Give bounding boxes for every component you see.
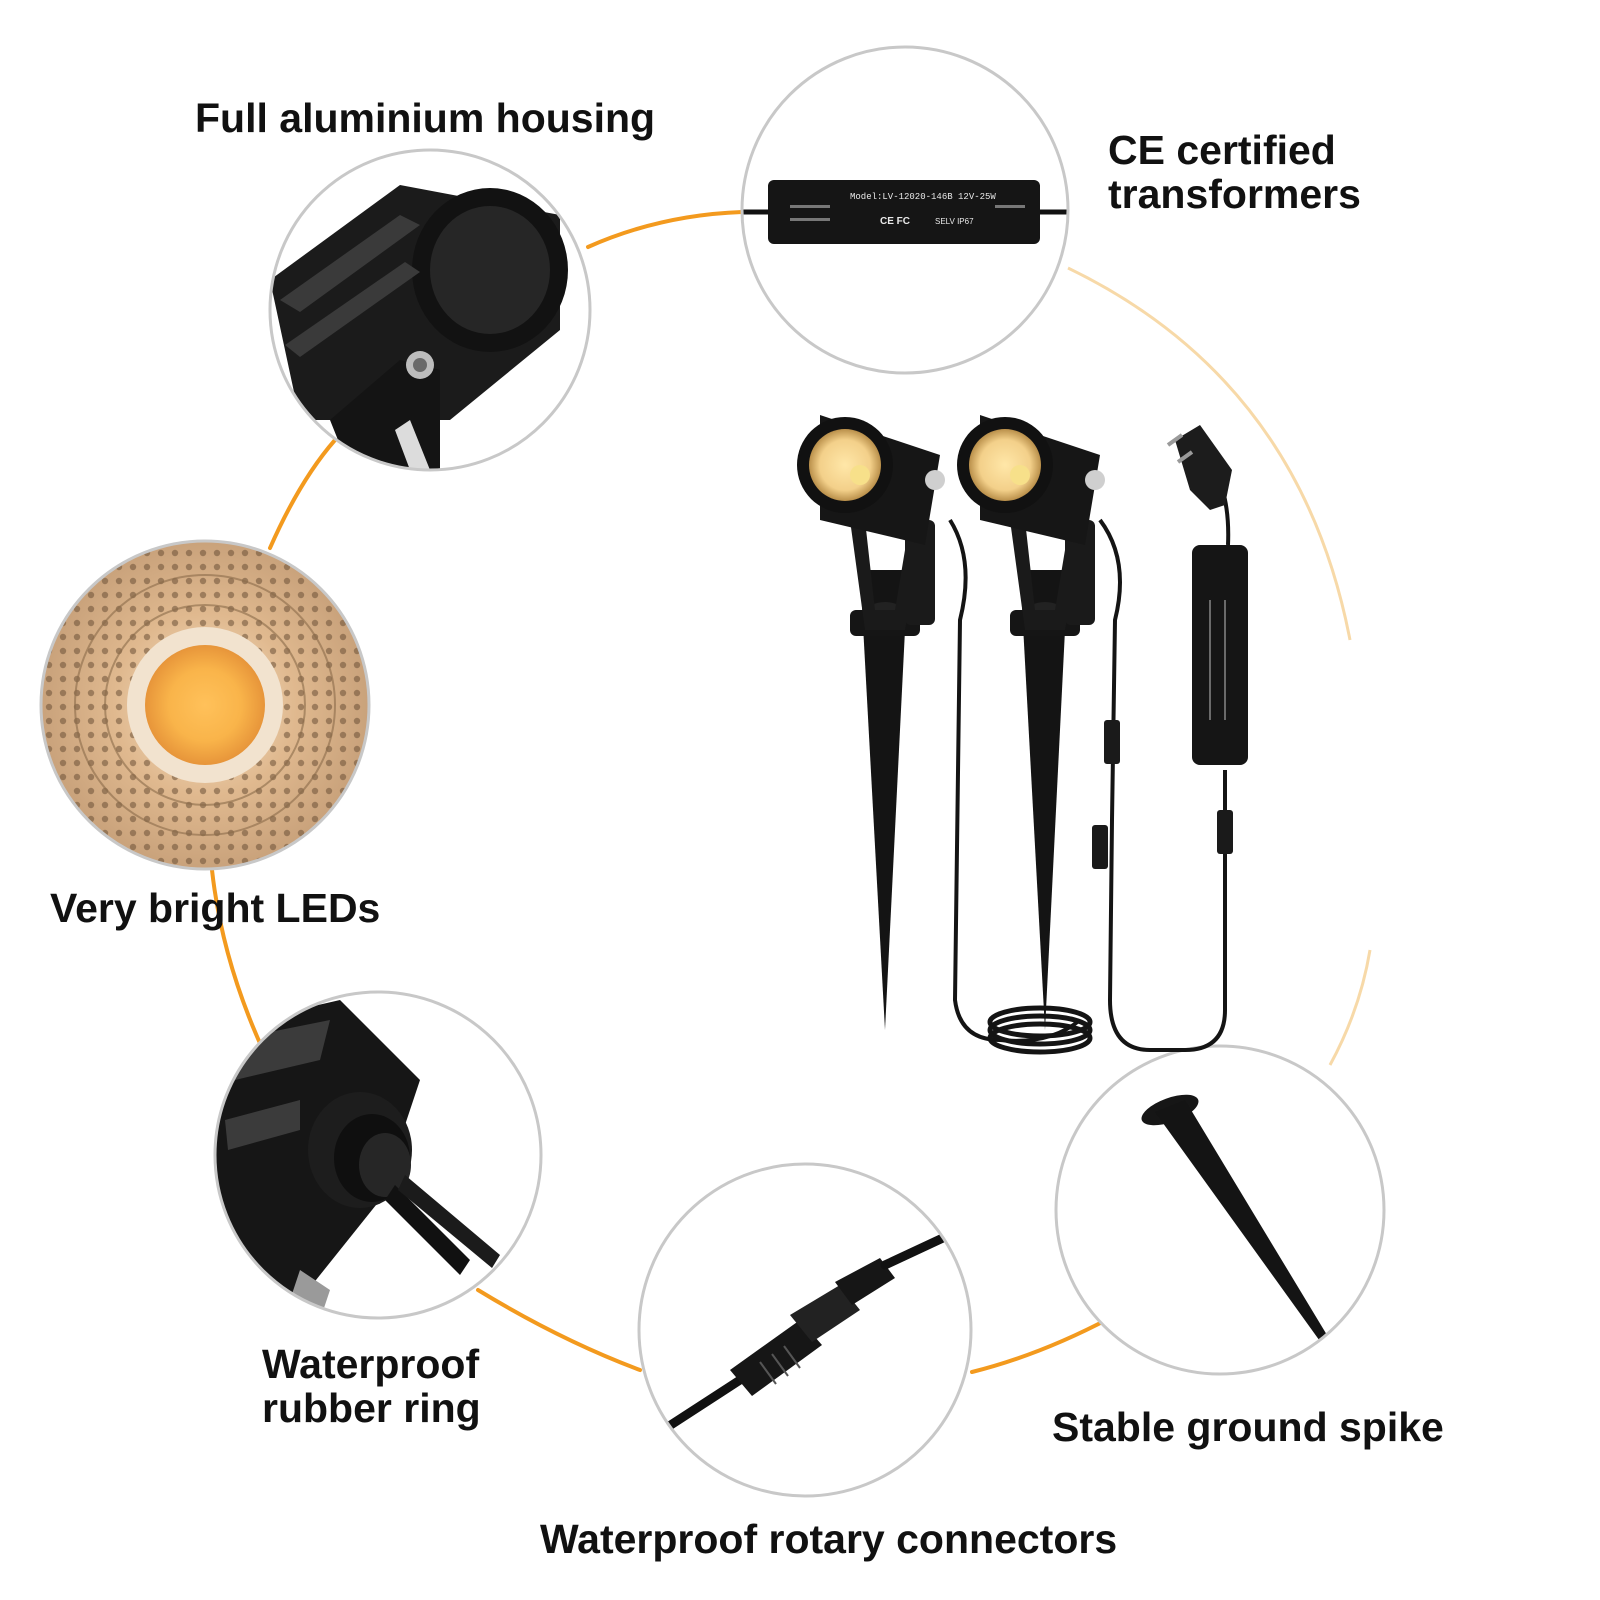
transformer-rating-text: SELV IP67 [935,217,974,226]
transformer-marks-text: CE FC [880,216,910,227]
housing-feature-label: Full aluminium housing [195,96,655,140]
transformer-feature-label: CE certified transformers [1108,128,1361,216]
rubber-ring-feature-label: Waterproof rubber ring [262,1342,481,1430]
transformer-label-line1: CE certified [1108,127,1336,173]
arc-ring-to-connectors [476,1288,642,1372]
arc-housing-to-transformer [586,210,744,249]
spotlight-right [957,415,1105,1030]
spotlight-left [797,415,945,1030]
arc-connectors-to-spike [970,1316,1112,1374]
spike-label-text: Stable ground spike [1052,1404,1444,1450]
rubber-ring-label-line2: rubber ring [262,1385,481,1431]
arc-transformer-to-spike-faint [1067,266,1352,641]
leds-label-text: Very bright LEDs [50,885,381,931]
transformer-label-line2: transformers [1108,171,1361,217]
connectors-feature-label: Waterproof rotary connectors [540,1517,1117,1561]
inline-connector-left [1104,720,1120,764]
orange-arc-lines [210,210,1112,1374]
rubber-ring-closeup-icon [213,990,543,1320]
inline-connector-right [1217,810,1233,854]
rubber-ring-label-line1: Waterproof [262,1341,480,1387]
ground-spike-closeup-icon [1054,1044,1386,1376]
garden-spotlight-set-icon [797,415,1248,1055]
arc-right-lower-faint [1328,949,1372,1066]
housing-label-text: Full aluminium housing [195,95,656,141]
inline-connector-mid [1092,825,1108,869]
transformer-closeup-icon: Model:LV-12020-146B 12V-25W CE FC SELV I… [740,45,1070,375]
rotary-connector-closeup-icon [637,1162,973,1498]
arc-leds-to-ring [210,868,265,1052]
leds-feature-label: Very bright LEDs [50,886,380,930]
spike-feature-label: Stable ground spike [1052,1405,1444,1449]
connectors-label-text: Waterproof rotary connectors [540,1516,1118,1562]
faint-arc-lines [1067,266,1372,1066]
arc-housing-to-leds [268,438,337,550]
led-reflector-icon [39,539,371,871]
transformer-model-text: Model:LV-12020-146B 12V-25W [850,192,996,202]
product-transformer-box [1192,545,1248,765]
housing-closeup-icon [268,148,592,472]
cable-coil [987,1005,1093,1055]
power-plug [1166,425,1232,510]
